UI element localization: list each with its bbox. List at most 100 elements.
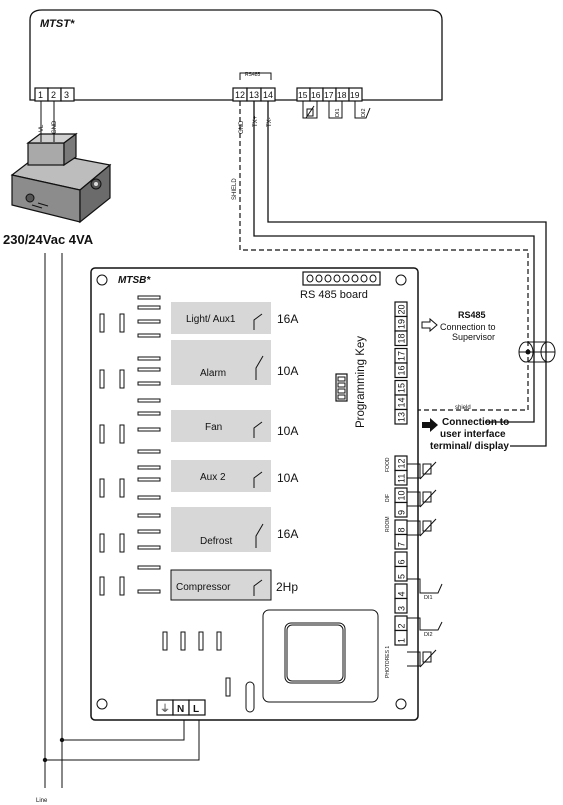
power-terminal-n: N (177, 704, 184, 715)
relay-defrost-rating: 16A (277, 527, 298, 541)
rs485-board-label: RS 485 board (300, 289, 368, 301)
fuse-slot (99, 576, 105, 596)
mtsb-board: MTSB* (90, 267, 419, 721)
transformer-icon (10, 132, 112, 224)
mtst-label-di2: DI2 (361, 108, 367, 117)
relay-compressor-rating: 2Hp (276, 580, 298, 594)
power-terminal-l: L (193, 704, 199, 715)
shield-label: SHIELD (232, 178, 238, 200)
relay-compressor-label: Compressor (176, 582, 231, 593)
mtst-rs485-label: RS485 (245, 72, 261, 78)
board-dash (137, 333, 161, 338)
probe-dif-label: DIF (385, 494, 391, 502)
fuse-slot (119, 369, 125, 389)
transformer-label: 230/24Vac 4VA (3, 232, 94, 247)
relay-fan-rating: 10A (277, 424, 298, 438)
terminal-number: 4 (397, 591, 407, 596)
ui-connection-line1: Connection to (442, 417, 509, 428)
mtst-terminals-right: 15 16 17 18 19 DI1 DI2 (296, 87, 371, 119)
fuse-slot (119, 533, 125, 553)
di1-label: DI1 (424, 595, 433, 601)
terminal-number: 13 (397, 412, 407, 422)
board-dash (137, 589, 161, 594)
line-label: Line (36, 798, 48, 804)
fuse-slot (99, 313, 105, 333)
mtst-terminal-15: 15 (298, 90, 308, 100)
fuse-slot (99, 369, 105, 389)
mtst-title: MTST* (40, 18, 75, 30)
terminal-cell (394, 362, 408, 379)
relay-aux2-rating: 10A (277, 471, 298, 485)
board-dash (137, 465, 161, 470)
rs485-pin (369, 274, 377, 283)
fuse-slot (119, 478, 125, 498)
mtst-terminal-17: 17 (324, 90, 334, 100)
terminal-number: 16 (397, 365, 407, 375)
terminal-number: 3 (397, 606, 407, 611)
mtst-terminal-18: 18 (337, 90, 347, 100)
relay-light-aux1-label: Light/ Aux1 (186, 314, 236, 325)
rs485-arrow-icon (421, 317, 438, 333)
terminal-cell (394, 597, 408, 614)
board-dash (137, 427, 161, 432)
board-dash (137, 367, 161, 372)
board-dash (137, 477, 161, 482)
relay-alarm-rating: 10A (277, 364, 298, 378)
relay-alarm-box (171, 340, 271, 385)
probe-food-label: FOOD (385, 457, 391, 472)
board-left-slots (99, 295, 161, 596)
mtst-terminal-3: 3 (64, 90, 69, 100)
board-dash (137, 319, 161, 324)
relays: Light/ Aux1 Alarm Fan Aux 2 Defrost Comp… (170, 302, 298, 601)
mtst-terminal-2: 2 (51, 90, 56, 100)
board-dash (137, 295, 161, 300)
rs485-pin (342, 274, 350, 283)
probe-symbols: DI1 DI2 FOOD DIF ROOM PHOTORES 1 (385, 457, 443, 678)
line-wires (42, 253, 200, 788)
power-terminal: ⏚ N L (156, 699, 206, 716)
terminal-number: 15 (397, 383, 407, 393)
terminal-number: 20 (397, 304, 407, 314)
fuse-slot (119, 576, 125, 596)
mtst-terminal-1: 1 (38, 90, 43, 100)
rs485-supervisor-head: RS485 (458, 310, 486, 320)
ui-connection-line3: terminal/ display (430, 441, 509, 452)
terminal-number: 7 (397, 542, 407, 547)
mtst-label-tx-plus: TX+ (253, 115, 259, 127)
di2-label: DI2 (424, 632, 433, 638)
terminal-cell (394, 629, 408, 646)
mtst-terminal-13: 13 (249, 90, 259, 100)
board-transformer (245, 609, 379, 713)
user-interface-arrow-icon (422, 418, 438, 432)
mtst-label-di1: DI1 (335, 108, 341, 117)
mtst-label-gnd: GND (52, 120, 58, 134)
programming-key-label: Programming Key (355, 336, 367, 428)
supervisor-cable (518, 341, 556, 363)
board-dash (137, 513, 161, 518)
rs485-board-connector: RS 485 board (300, 271, 381, 301)
rs485-pin (315, 274, 323, 283)
board-dash (137, 305, 161, 310)
board-dash (137, 449, 161, 454)
terminal-number: 19 (397, 319, 407, 329)
mtst-terminal-19: 19 (350, 90, 360, 100)
rs485-pin (360, 274, 368, 283)
board-bottom-slots (162, 631, 231, 697)
board-dash (137, 565, 161, 570)
mtst-label-vl: VL (39, 124, 45, 132)
terminal-number: 18 (397, 333, 407, 343)
relay-alarm-label: Alarm (200, 368, 226, 379)
terminal-number: 5 (397, 574, 407, 579)
board-dash (137, 545, 161, 550)
terminal-number: 11 (397, 474, 407, 483)
rs485-supervisor-line3: Supervisor (452, 332, 495, 342)
mtst-terminal-16: 16 (311, 90, 321, 100)
terminal-number: 1 (397, 638, 407, 643)
board-dash (137, 495, 161, 500)
mtst-terminals-left: 1 2 3 VL GND (34, 87, 75, 134)
terminal-number: 9 (397, 510, 407, 515)
mtst-terminal-12: 12 (235, 90, 245, 100)
board-dash (137, 529, 161, 534)
rs485-pin (324, 274, 332, 283)
